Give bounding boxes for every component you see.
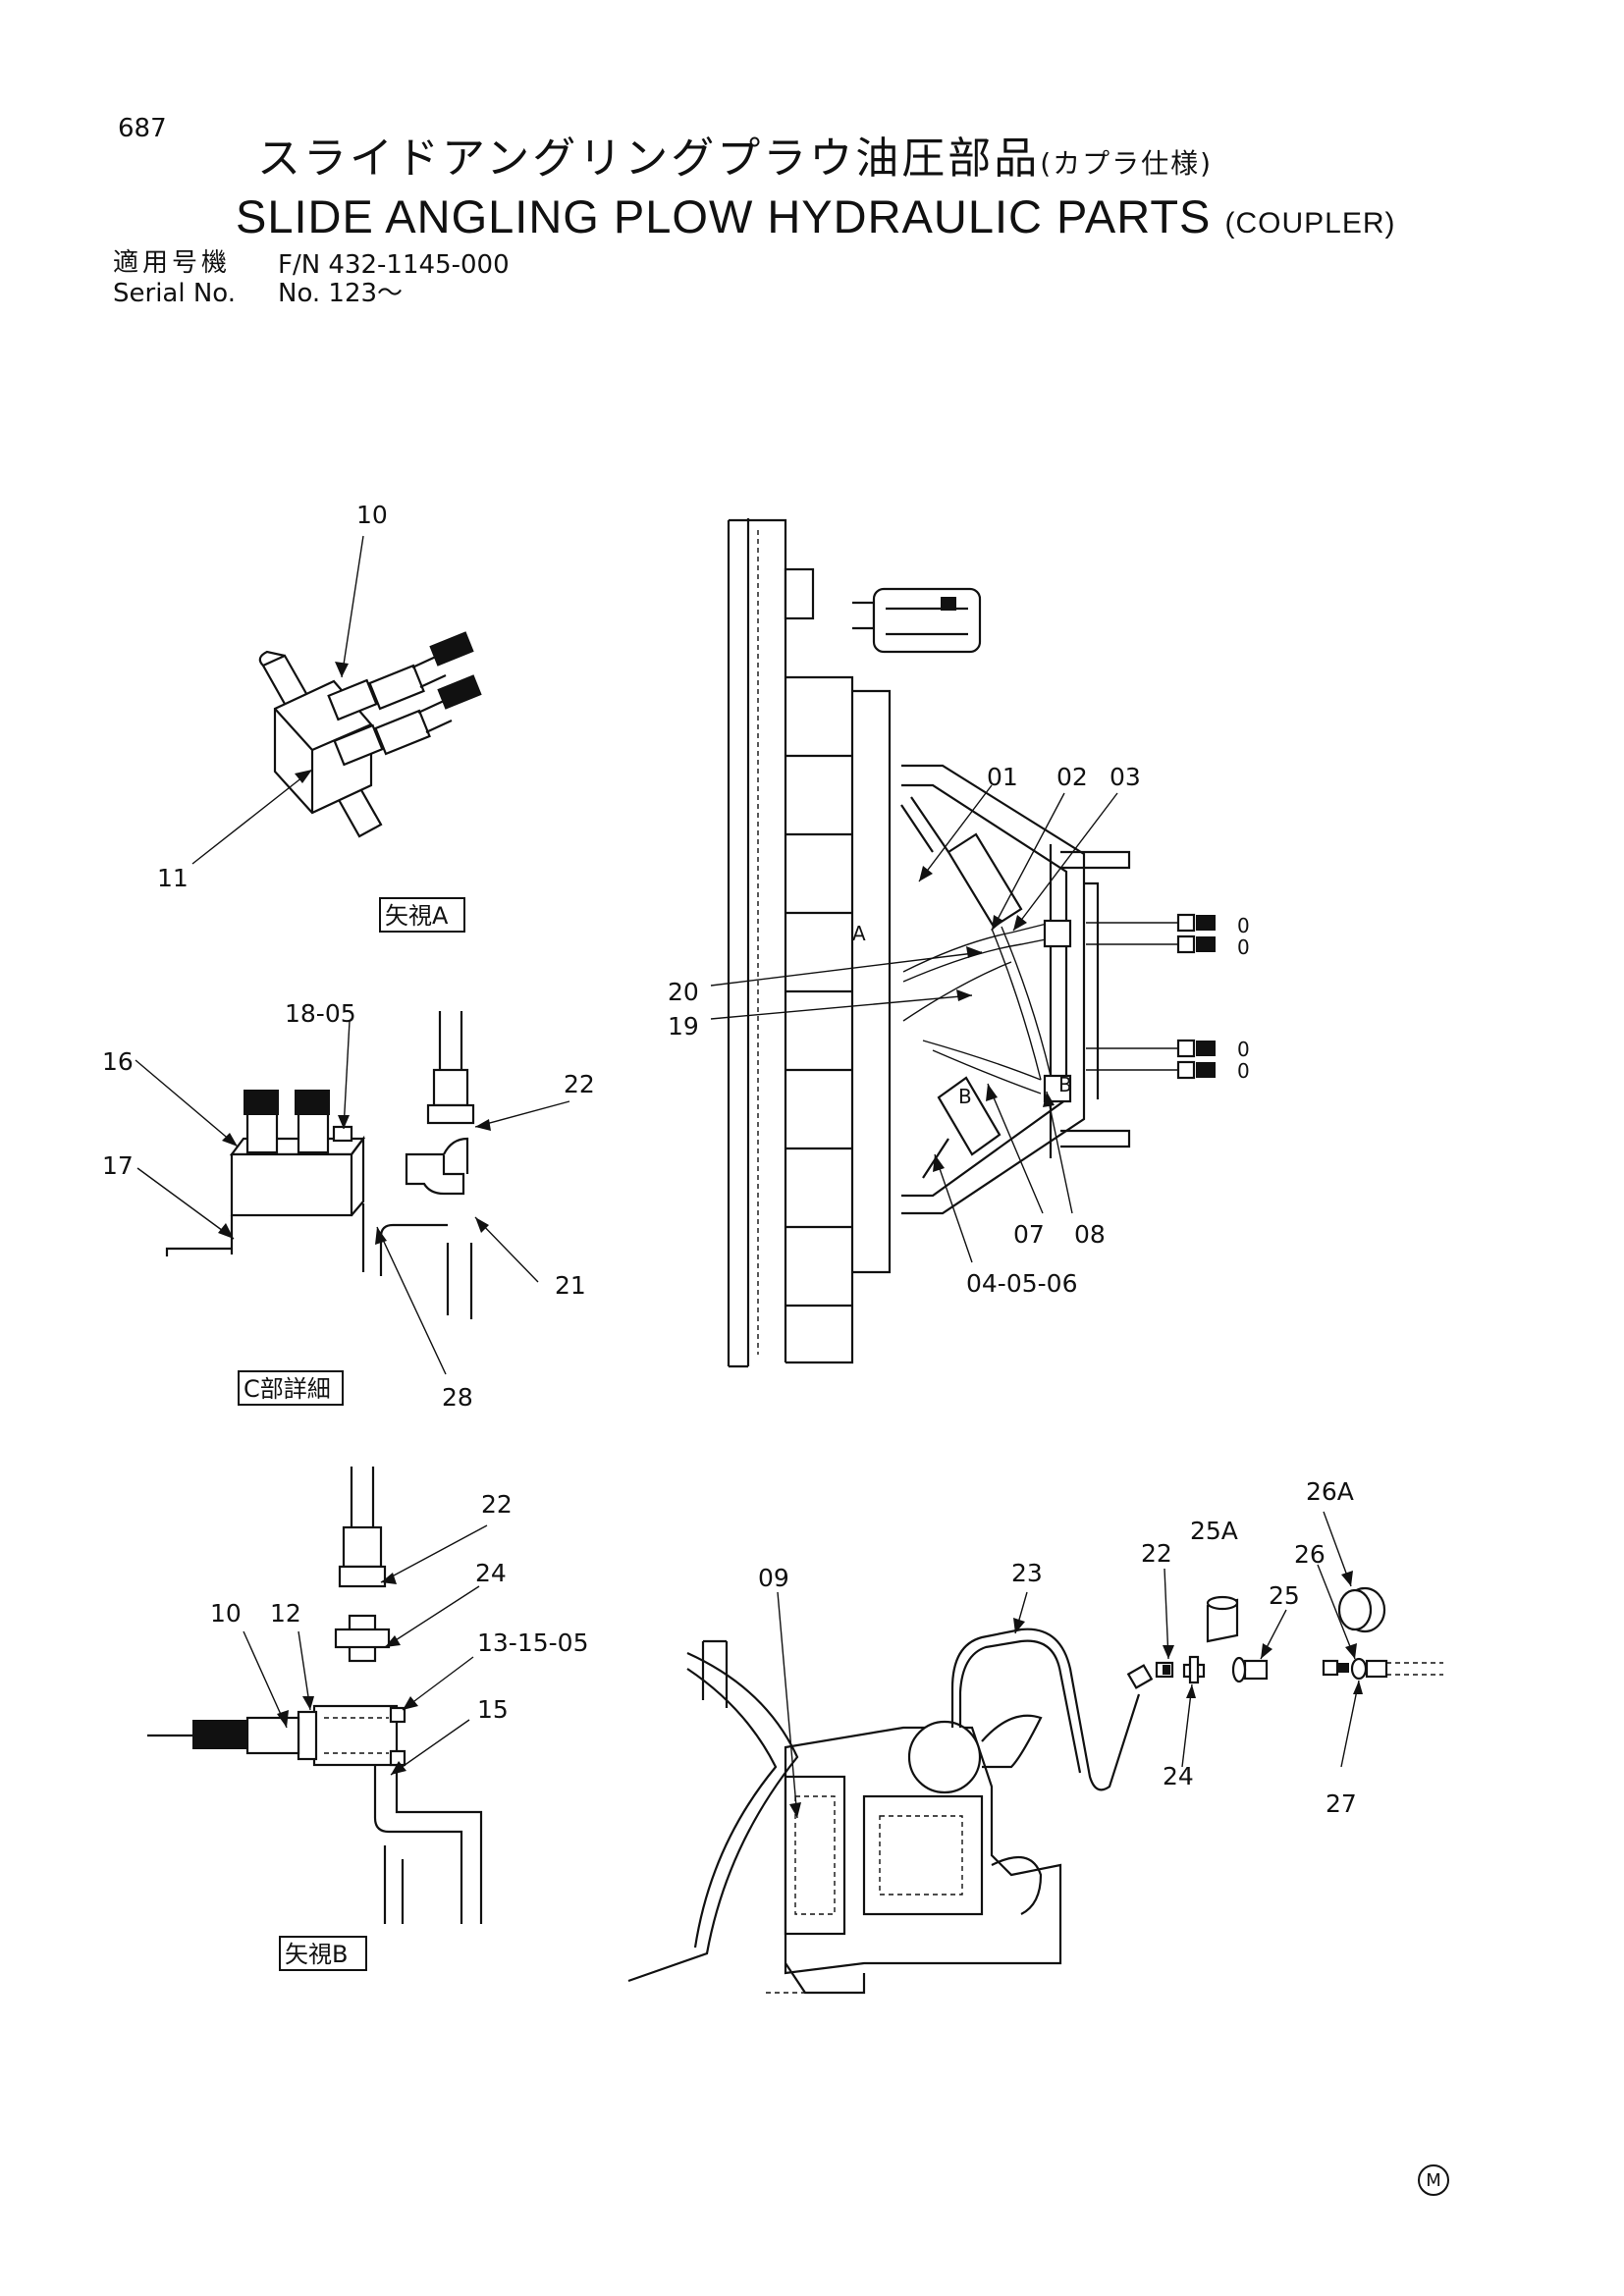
- view-marker-b-right: B: [1058, 1073, 1072, 1096]
- port-zero-3: 0: [1237, 1038, 1250, 1061]
- side-view-drawing: [627, 1511, 1443, 1995]
- title-japanese-sub: (カプラ仕様): [1040, 147, 1214, 180]
- label-21: 21: [555, 1271, 586, 1300]
- serial-value: No. 123～: [278, 279, 404, 308]
- label-11: 11: [157, 864, 189, 892]
- view-b-drawing: [147, 1467, 488, 1971]
- label-28: 28: [442, 1383, 473, 1412]
- label-08: 08: [1074, 1220, 1106, 1249]
- label-17: 17: [102, 1151, 134, 1180]
- label-12: 12: [270, 1599, 301, 1628]
- view-marker-a: A: [852, 922, 866, 945]
- label-26A: 26A: [1306, 1477, 1354, 1506]
- port-zero-4: 0: [1237, 1059, 1250, 1083]
- label-26: 26: [1294, 1540, 1326, 1569]
- view-a-drawing: [191, 535, 482, 933]
- label-10-b: 10: [210, 1599, 242, 1628]
- corner-mark: M: [1418, 2164, 1449, 2196]
- label-04-05-06: 04-05-06: [966, 1269, 1077, 1298]
- label-20: 20: [668, 978, 699, 1006]
- view-marker-b-left: B: [958, 1085, 972, 1108]
- view-b-label: 矢視B: [285, 1941, 348, 1968]
- title-english-sub: (COUPLER): [1224, 207, 1396, 240]
- label-01: 01: [987, 763, 1018, 791]
- title-japanese: スライドアングリングプラウ油圧部品(カプラ仕様): [257, 137, 1213, 181]
- title-japanese-main: スライドアングリングプラウ油圧部品: [257, 133, 1041, 184]
- label-16: 16: [102, 1047, 134, 1076]
- detail-c-drawing: [135, 1011, 570, 1406]
- applicable-value: F/N 432-1145-000: [278, 250, 510, 280]
- label-22-c: 22: [564, 1070, 595, 1098]
- label-24-e: 24: [1163, 1762, 1194, 1790]
- label-15: 15: [477, 1695, 509, 1724]
- label-13-15-05: 13-15-05: [477, 1629, 588, 1657]
- serial-label: Serial No.: [113, 279, 236, 308]
- port-zero-2: 0: [1237, 935, 1250, 959]
- view-a-label: 矢視A: [385, 902, 449, 930]
- label-25A: 25A: [1190, 1517, 1238, 1545]
- label-02: 02: [1056, 763, 1088, 791]
- label-19: 19: [668, 1012, 699, 1041]
- label-09: 09: [758, 1564, 789, 1592]
- page-number: 687: [118, 114, 167, 143]
- label-03: 03: [1110, 763, 1141, 791]
- label-22-e: 22: [1141, 1539, 1172, 1568]
- label-25: 25: [1269, 1581, 1300, 1610]
- label-10-top: 10: [356, 501, 388, 529]
- applicable-label: 適用号機: [113, 248, 232, 278]
- main-blade-drawing: [710, 518, 1216, 1368]
- port-zero-1: 0: [1237, 914, 1250, 937]
- title-english-main: SLIDE ANGLING PLOW HYDRAULIC PARTS: [236, 190, 1212, 242]
- label-22-b: 22: [481, 1490, 513, 1519]
- label-27: 27: [1326, 1789, 1357, 1818]
- label-07: 07: [1013, 1220, 1045, 1249]
- label-24-b: 24: [475, 1559, 507, 1587]
- detail-c-label: C部詳細: [244, 1375, 331, 1403]
- label-23: 23: [1011, 1559, 1043, 1587]
- label-18-05: 18-05: [285, 999, 356, 1028]
- title-english: SLIDE ANGLING PLOW HYDRAULIC PARTS (COUP…: [236, 193, 1395, 240]
